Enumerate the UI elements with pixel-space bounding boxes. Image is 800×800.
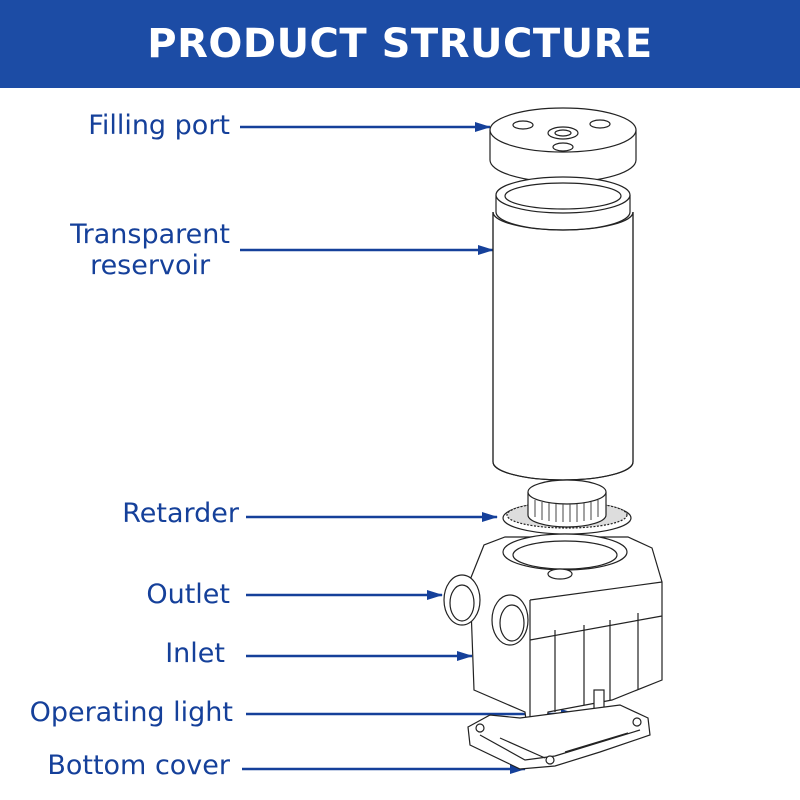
cap-hole-bottom — [552, 142, 574, 152]
label-inlet-text: Inlet — [165, 638, 225, 669]
label-transparent-reservoir-line2: reservoir — [90, 250, 211, 281]
page-title: PRODUCT STRUCTURE — [147, 21, 653, 67]
label-filling-port-text: Filling port — [88, 110, 230, 141]
label-bottom-cover-text: Bottom cover — [47, 750, 230, 781]
port-fittings — [443, 574, 529, 646]
filling-port-part — [489, 107, 637, 183]
label-transparent-reservoir-line1: Transparent — [70, 219, 230, 250]
label-retarder: Retarder — [122, 498, 239, 529]
label-operating-light-text: Operating light — [29, 697, 233, 728]
retarder-part — [502, 479, 632, 535]
label-retarder-text: Retarder — [122, 498, 239, 529]
transparent-reservoir-part — [492, 176, 634, 481]
label-operating-light: Operating light — [30, 697, 233, 728]
label-outlet: Outlet — [146, 579, 230, 610]
label-outlet-text: Outlet — [146, 579, 230, 610]
label-filling-port: Filling port — [88, 110, 230, 141]
header-banner: PRODUCT STRUCTURE — [0, 0, 800, 88]
label-transparent-reservoir: Transparent reservoir — [70, 219, 230, 281]
cap-hole-right — [589, 119, 611, 129]
bottom-cover-part — [467, 704, 651, 770]
label-bottom-cover: Bottom cover — [47, 750, 230, 781]
pump-body-part — [469, 533, 663, 736]
cap-hole-left — [512, 120, 534, 130]
label-inlet: Inlet — [165, 638, 225, 669]
cap-hole-center — [547, 126, 579, 140]
